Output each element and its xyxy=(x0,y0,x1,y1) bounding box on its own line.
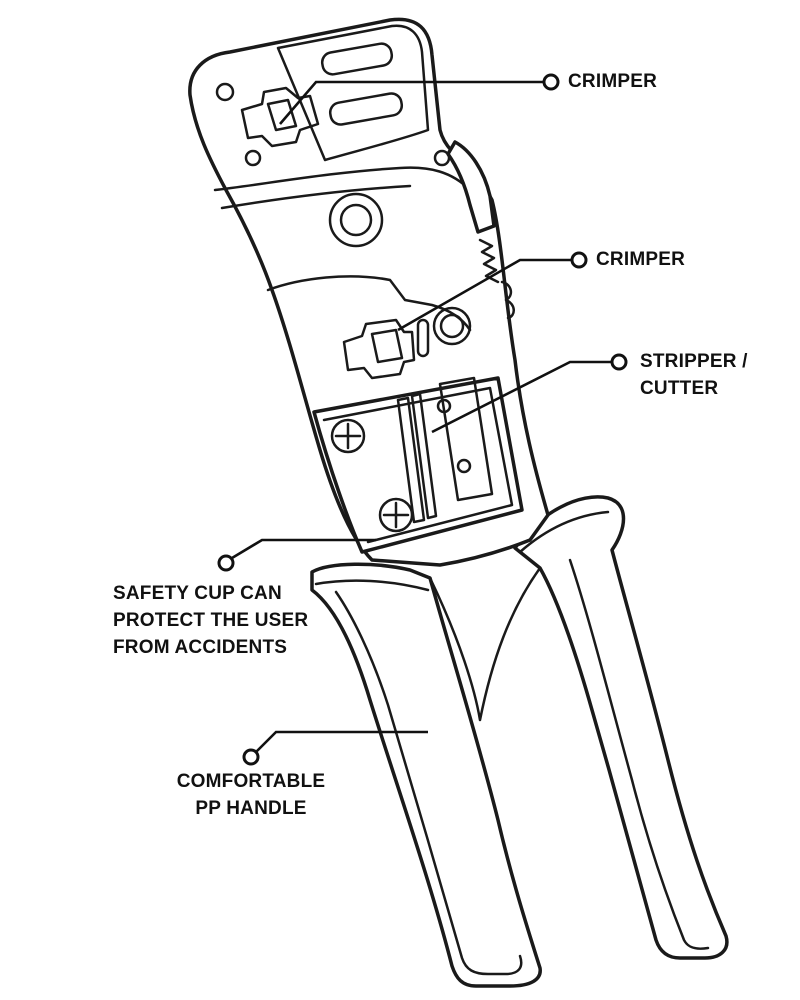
ratchet-lever xyxy=(446,140,496,234)
right-handle-inner xyxy=(568,558,710,950)
middle-pin xyxy=(416,318,430,358)
screw-bottom xyxy=(378,497,414,533)
right-handle xyxy=(513,495,729,960)
label-handle: COMFORTABLE PP HANDLE xyxy=(176,771,326,819)
dot-handle xyxy=(242,748,260,766)
dot-crimper-middle xyxy=(570,251,588,269)
stripper-slot xyxy=(438,376,494,502)
cutter-blade-2 xyxy=(410,392,438,520)
main-pivot-outer xyxy=(328,192,384,248)
label-crimper-middle: CRIMPER xyxy=(596,249,686,270)
secondary-pivot-outer xyxy=(432,306,472,346)
leader-safety-cup xyxy=(231,538,376,560)
handle-cap-right xyxy=(518,510,610,554)
callout-leaders xyxy=(217,73,628,766)
screw-small-bottom xyxy=(456,458,472,474)
leader-crimper-top xyxy=(279,80,545,125)
body-flange xyxy=(213,166,472,192)
handle-cap-left xyxy=(314,579,430,592)
dot-safety-cup xyxy=(217,554,235,572)
upper-jaw-block xyxy=(276,24,430,162)
secondary-pivot-inner xyxy=(439,313,465,339)
label-safety-cup: SAFETY CUP CAN PROTECT THE USER FROM ACC… xyxy=(113,583,309,658)
left-handle-inner xyxy=(334,590,523,976)
pivot-hole-top-left xyxy=(215,82,235,102)
top-crimper-die xyxy=(240,86,320,148)
top-crimper-die-inner xyxy=(266,98,298,132)
tool-body xyxy=(188,17,550,567)
main-pivot-inner xyxy=(339,203,373,237)
pp-handle xyxy=(310,495,729,988)
pivot-hole-top-mid xyxy=(244,149,262,167)
cutter-blade xyxy=(396,396,426,524)
handle-crossover xyxy=(428,566,542,722)
dot-stripper xyxy=(610,353,628,371)
upper-slot-1 xyxy=(320,42,394,76)
screw-top xyxy=(330,418,366,454)
body-flange-2 xyxy=(220,184,412,210)
upper-slot-2 xyxy=(328,92,404,126)
dot-crimper-top xyxy=(542,73,560,91)
middle-crimper-die-inner xyxy=(370,328,404,364)
stripper-plate-inner xyxy=(322,386,514,544)
right-edge-bumps xyxy=(500,280,515,320)
screw-small-top xyxy=(436,398,452,414)
label-crimper-top: CRIMPER xyxy=(568,71,658,92)
leader-crimper-middle xyxy=(397,258,573,332)
ratchet-teeth xyxy=(478,238,500,284)
leader-stripper xyxy=(431,360,613,434)
leader-handle xyxy=(255,730,428,753)
left-handle xyxy=(310,562,542,988)
label-stripper-cutter: STRIPPER / CUTTER xyxy=(640,351,748,399)
middle-crimper-die xyxy=(342,318,416,380)
